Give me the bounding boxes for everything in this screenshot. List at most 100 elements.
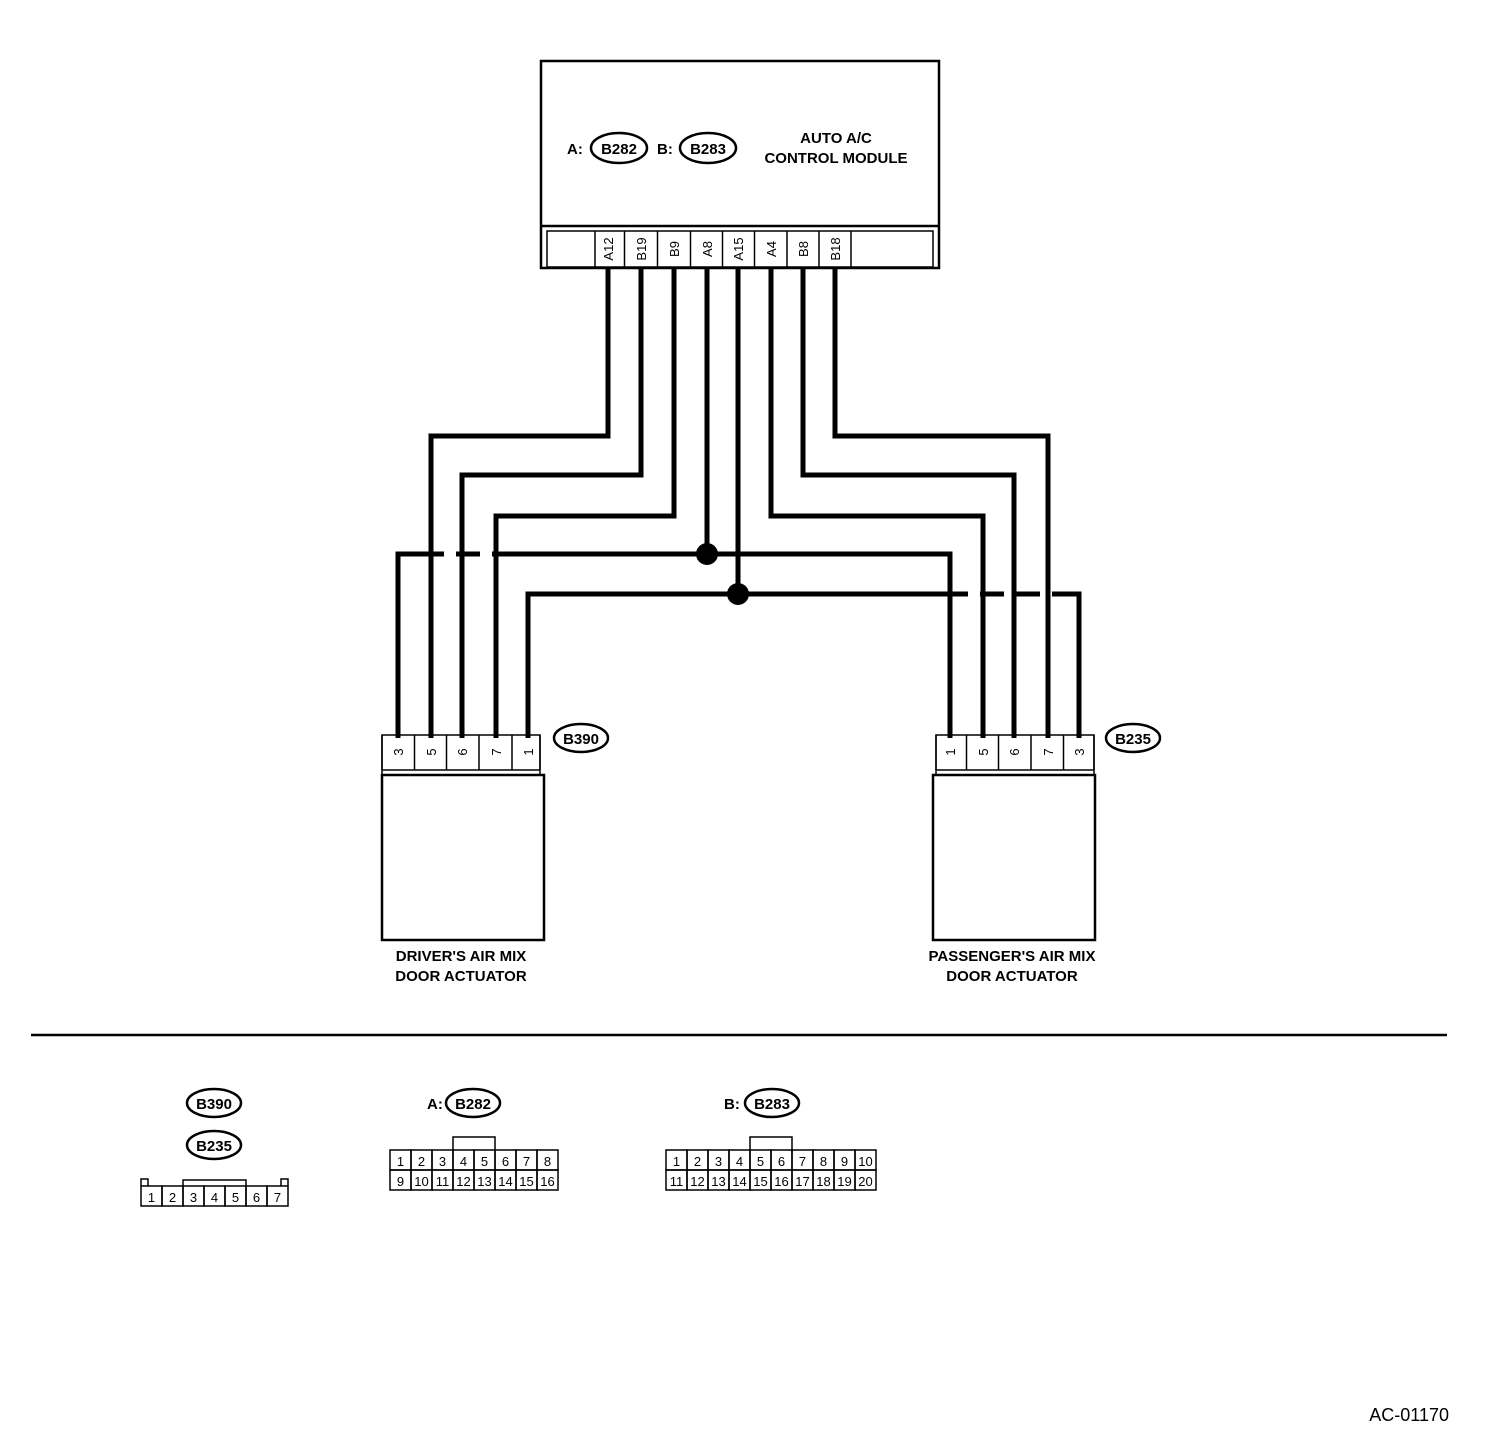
module-pin-b8: B8: [796, 241, 811, 257]
actuator-pin-1: 1: [943, 748, 958, 755]
legend-c2-pin-14: 14: [498, 1174, 512, 1189]
conn-a-badge: [589, 131, 649, 165]
wiring-harness: [395, 268, 1082, 738]
module-connector-strip: [546, 230, 934, 268]
legend-c3-pin-10: 10: [858, 1154, 872, 1169]
legend-b282-badge: [444, 1087, 502, 1119]
splice-a8: [696, 543, 718, 565]
legend-c3-pin-20: 20: [858, 1174, 872, 1189]
module-pin-b19: B19: [634, 237, 649, 260]
legend-b235-badge: [185, 1129, 243, 1161]
legend-c3-pin-3: 3: [715, 1154, 722, 1169]
actuator-pin-3: 3: [391, 748, 406, 755]
conn-b-prefix: B:: [657, 141, 673, 158]
driver-label-line2: DOOR ACTUATOR: [395, 968, 527, 985]
legend-c1-pin-6: 6: [253, 1190, 260, 1205]
legend-c3-pin-16: 16: [774, 1174, 788, 1189]
driver-pin-labels: 3 5 6 7 1: [381, 735, 541, 770]
bus2-driver: [525, 591, 944, 738]
actuator-pin-7: 7: [1041, 748, 1056, 755]
legend-c3-pin-2: 2: [694, 1154, 701, 1169]
bus2-passenger-stub: [1062, 591, 1082, 738]
legend-c3-pin-9: 9: [841, 1154, 848, 1169]
legend-c3-pin-19: 19: [837, 1174, 851, 1189]
driver-connector-badge: [552, 722, 610, 754]
legend-c1-key: [182, 1179, 247, 1186]
legend-c2-pin-12: 12: [456, 1174, 470, 1189]
legend-c1-pin-7: 7: [274, 1190, 281, 1205]
actuator-pin-5: 5: [976, 748, 991, 755]
legend-c3-pin-13: 13: [711, 1174, 725, 1189]
passenger-connector-badge: [1104, 722, 1162, 754]
actuator-pin-6: 6: [1007, 748, 1022, 755]
legend-c3-pin-18: 18: [816, 1174, 830, 1189]
actuator-pin-6: 6: [455, 748, 470, 755]
legend-c2-pin-5: 5: [481, 1154, 488, 1169]
bus1-passenger: [502, 551, 953, 738]
driver-label-line1: DRIVER'S AIR MIX: [396, 948, 527, 965]
legend-b283-name: B283: [754, 1096, 790, 1113]
passenger-pin-labels: 1 5 6 7 3: [935, 735, 1095, 770]
conn-b-badge: [678, 131, 738, 165]
legend-c2-pin-6: 6: [502, 1154, 509, 1169]
module-pin-b18: B18: [828, 237, 843, 260]
figure-code: AC-01170: [1369, 1405, 1449, 1425]
conn-b-name: B283: [690, 141, 726, 158]
legend-c2-pin-7: 7: [523, 1154, 530, 1169]
actuator-pin-1: 1: [521, 748, 536, 755]
actuator-pin-7: 7: [489, 748, 504, 755]
legend-c3-pin-5: 5: [757, 1154, 764, 1169]
legend-c2-pin-13: 13: [477, 1174, 491, 1189]
wire-b8: [800, 268, 1017, 738]
wire-b9: [493, 268, 677, 738]
legend-c3-pin-7: 7: [799, 1154, 806, 1169]
legend-c3-pin-11: 11: [670, 1174, 684, 1189]
legend-c3-pin-15: 15: [753, 1174, 767, 1189]
legend-c2-pin-8: 8: [544, 1154, 551, 1169]
driver-actuator-body: [380, 773, 546, 942]
legend-c3-cell: [854, 1169, 877, 1191]
actuator-pin-5: 5: [424, 748, 439, 755]
legend-c2-pin-16: 16: [540, 1174, 554, 1189]
passenger-connector-name: B235: [1115, 731, 1151, 748]
legend-c1-pin-1: 1: [148, 1190, 155, 1205]
legend-c3-pin-8: 8: [820, 1154, 827, 1169]
legend-b390-badge: [185, 1087, 243, 1119]
legend-b282-name: B282: [455, 1096, 491, 1113]
module-pin-a15: A15: [731, 237, 746, 260]
legend-b235-name: B235: [196, 1138, 232, 1155]
legend-b390-name: B390: [196, 1096, 232, 1113]
wire-b19: [459, 268, 644, 738]
legend-c3-pin-12: 12: [690, 1174, 704, 1189]
legend-c2-pin-3: 3: [439, 1154, 446, 1169]
legend-c2-pin-10: 10: [414, 1174, 428, 1189]
bus1-driver-stub: [395, 551, 420, 738]
conn-a-prefix: A:: [567, 141, 583, 158]
module-pin-a12: A12: [601, 237, 616, 260]
legend-c2-cell: [536, 1169, 559, 1191]
conn-a-name: B282: [601, 141, 637, 158]
wire-a4: [768, 268, 986, 738]
legend-c1-pin-2: 2: [169, 1190, 176, 1205]
legend-c1-pin-5: 5: [232, 1190, 239, 1205]
actuator-pin-3: 3: [1072, 748, 1087, 755]
legend-c3-key: [749, 1136, 793, 1150]
legend-c3-pin-1: 1: [673, 1154, 680, 1169]
wire-b18: [832, 268, 1051, 738]
auto-ac-control-module: A: B282 B: B283 AUTO A/C CONTROL MODULE …: [539, 59, 941, 270]
module-pin-b9: B9: [667, 241, 682, 257]
legend-c2-key: [452, 1136, 496, 1150]
legend-c2-pin-9: 9: [397, 1174, 404, 1189]
legend-c2-pin-4: 4: [460, 1154, 467, 1169]
splice-a15: [727, 583, 749, 605]
legend-c3-pin-6: 6: [778, 1154, 785, 1169]
legend-c1-pin-3: 3: [190, 1190, 197, 1205]
module-pin-a4: A4: [764, 241, 779, 257]
passenger-label-line2: DOOR ACTUATOR: [946, 968, 1078, 985]
legend-c1-pin-4: 4: [211, 1190, 218, 1205]
